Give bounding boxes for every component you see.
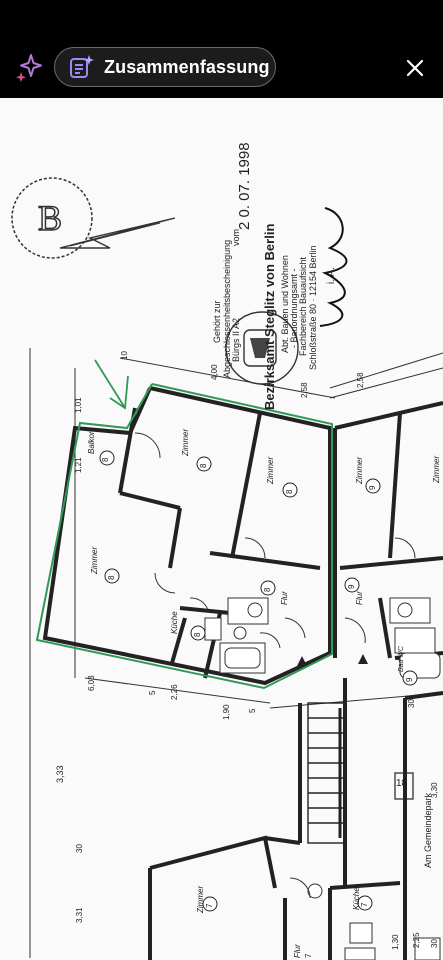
summary-doc-sparkle-icon (70, 55, 94, 78)
stamp-ref: Bürgs II A2 (231, 317, 241, 362)
stamp-dept-3: Fachbereich Bauaufsicht (298, 256, 308, 356)
room-number-markers (99, 450, 418, 912)
fixtures-lower (307, 883, 441, 960)
summary-label: Zusammenfassung (104, 56, 270, 77)
building-logo: B (11, 177, 176, 259)
room-number: 7 (205, 903, 214, 908)
room-number: 8 (107, 575, 116, 580)
room-number: 8 (263, 587, 272, 592)
room-number: 8 (193, 632, 202, 637)
dimension-label: 1,01 (74, 397, 83, 413)
dimension-label: 1,30 (391, 934, 400, 950)
dimension-label: 4,00 (210, 364, 219, 380)
door-swing-lower (289, 877, 311, 899)
walls-apartment-8 (42, 386, 332, 686)
staircase (307, 702, 414, 844)
room-number: 7 (304, 953, 313, 958)
stamp-date: 2 0. 07. 1998 (236, 142, 253, 230)
dimension-label: 1,21 (74, 457, 83, 473)
stamp-address: Schloßstraße 80 · 12154 Berlin (308, 245, 318, 370)
room-label: Zimmer (266, 456, 275, 484)
room-label: Küche (170, 611, 179, 634)
dimension-label: 2,25 (412, 932, 421, 948)
dimension-lines (29, 348, 443, 958)
floor-plan-document: B (0, 98, 443, 960)
room-number: 7 (360, 902, 369, 907)
room-label: Flur (280, 591, 289, 605)
room-number: 9 (347, 584, 356, 589)
dimension-label: 1,90 (222, 704, 231, 720)
close-icon[interactable] (401, 54, 429, 82)
stamp-vom: vom (231, 228, 241, 246)
warning-markers (297, 654, 368, 666)
room-label: Zimmer (90, 546, 99, 574)
top-toolbar: Zusammenfassung (0, 0, 443, 98)
dimension-label: 30 (75, 844, 84, 853)
summary-button[interactable]: Zusammenfassung (54, 47, 276, 87)
dimension-label: 5 (148, 690, 157, 695)
room-number: 8 (101, 457, 110, 462)
dimension-label: 3,31 (75, 907, 84, 923)
room-number: 9 (368, 485, 377, 490)
dimension-label: 6,03 (87, 675, 96, 691)
walls-lower (148, 678, 443, 960)
room-number: 9 (405, 677, 414, 682)
dimension-label: 2,58 (356, 372, 365, 388)
signature (319, 207, 348, 327)
dimension-label: 3,30 (430, 782, 439, 798)
highlight-arrow (94, 359, 129, 410)
door-swings (134, 432, 416, 649)
room-number: 8 (285, 489, 294, 494)
room-label: Zimmer (181, 428, 190, 456)
stair-number: 18 (396, 778, 408, 789)
svg-text:B: B (38, 198, 62, 238)
dimension-label: 2,26 (170, 684, 179, 700)
stamp-initials: i. A. (326, 267, 337, 284)
room-label: Zimmer (432, 455, 441, 483)
room-label: Balkon (87, 429, 96, 454)
dimension-label: 2,58 (300, 382, 309, 398)
dimension-label: 30 (407, 699, 416, 708)
stamp-line-1: Gehört zur (212, 300, 222, 343)
dimension-label: 5 (248, 708, 257, 713)
dimension-label: 3,33 (55, 765, 65, 783)
room-label: Flur (355, 591, 364, 605)
floor-plan-drawing: B (11, 177, 443, 960)
highlight-outline (35, 383, 333, 690)
dimension-label: 30 (430, 939, 439, 948)
street-label: Am Gemeindepark (423, 792, 433, 868)
stamp-office: Bezirksamt Steglitz von Berlin (262, 223, 277, 410)
room-label: Bad WC (398, 645, 405, 672)
room-label: Zimmer (196, 885, 205, 913)
sparkle-icon[interactable] (14, 52, 44, 82)
dimension-label: 10 (120, 351, 129, 360)
room-label: Flur (293, 944, 302, 958)
room-number: 8 (199, 463, 208, 468)
room-label: Zimmer (355, 456, 364, 484)
